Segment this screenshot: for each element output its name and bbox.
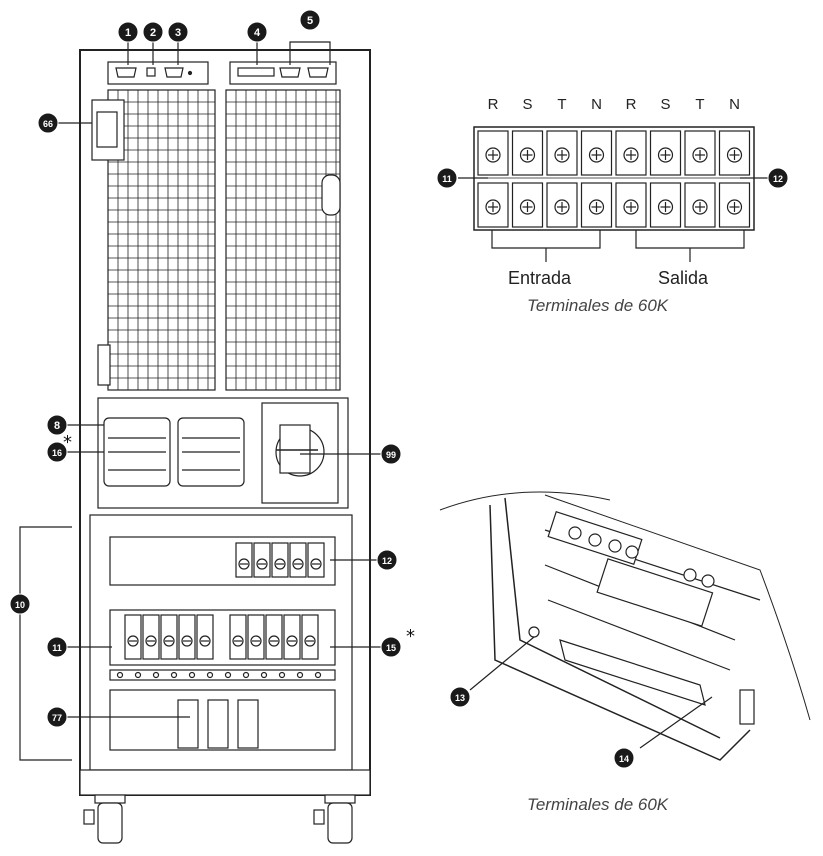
asterisk-15: * [406,626,415,647]
callout-8: 8 [46,414,68,436]
callout-4: 4 [246,21,268,43]
phase-label-7: N [729,96,740,113]
callout-label: 10 [15,600,25,610]
callout-label: 12 [773,174,783,184]
callout-99: 99 [380,443,402,465]
dry-contact-terminal [237,67,275,77]
callout-11: 11 [436,167,458,189]
terminal-diagram-caption: Terminales de 60K [527,296,669,315]
input-group-bracket [491,230,601,249]
callout-label: 13 [455,693,465,703]
callout-label: 99 [386,450,396,460]
callout-3: 3 [167,21,189,43]
callout-label: 14 [619,754,629,764]
callout-12: 12 [376,549,398,571]
callout-14: 14 [613,747,635,769]
output-group-bracket [635,230,745,249]
usb-port [146,67,156,77]
callout-16: 16 [46,441,68,463]
phase-label-0: R [487,96,499,113]
bracket-10 [19,526,72,761]
phase-label-3: N [591,96,602,113]
output-label: Salida [658,268,709,288]
phase-label-5: S [660,96,671,113]
callout-10: 10 [9,593,31,615]
callout-label: 66 [43,119,53,129]
callout-label: 3 [175,27,181,39]
callout-1: 1 [117,21,139,43]
callout-2: 2 [142,21,164,43]
callout-label: 8 [54,420,60,432]
phase-label-4: R [625,96,637,113]
parallel-port-b [307,67,329,78]
phase-label-1: S [522,96,533,113]
input-output-terminal-block [124,614,319,660]
callout-label: 11 [442,174,452,184]
caster-wheel-left [83,794,126,844]
comm-port-panel-right [229,61,337,85]
parallel-port-a [279,67,301,78]
callout-label: 1 [125,27,131,39]
terminal-closeup-sketch [439,491,811,761]
ups-cabinet [19,40,382,844]
comm-port-panel-left [107,61,209,85]
output-terminal-block [235,542,325,578]
parallel-port [164,67,184,78]
asterisk-16: * [63,432,72,453]
terminal-strip-60k [458,126,768,262]
callout-label: 5 [307,15,313,27]
callout-label: 15 [386,643,396,653]
callout-13: 13 [449,686,471,708]
callout-label: 12 [382,556,392,566]
callout-66: 66 [37,112,59,134]
side-handle [321,174,341,216]
callout-label: 11 [52,643,62,653]
phase-label-6: T [695,96,705,113]
rs232-port [115,67,137,78]
callout-label: 2 [150,27,156,39]
callout-15: 15 [380,636,402,658]
callout-77: 77 [46,706,68,728]
callout-label: 4 [254,27,261,39]
caster-wheel-right [313,794,356,844]
callout-label: 77 [52,713,62,723]
callout-5: 5 [299,9,321,31]
callout-12: 12 [767,167,789,189]
callout-label: 16 [52,448,62,458]
closeup-caption: Terminales de 60K [527,795,669,814]
phase-label-2: T [557,96,567,113]
input-label: Entrada [508,268,572,288]
callout-11: 11 [46,636,68,658]
